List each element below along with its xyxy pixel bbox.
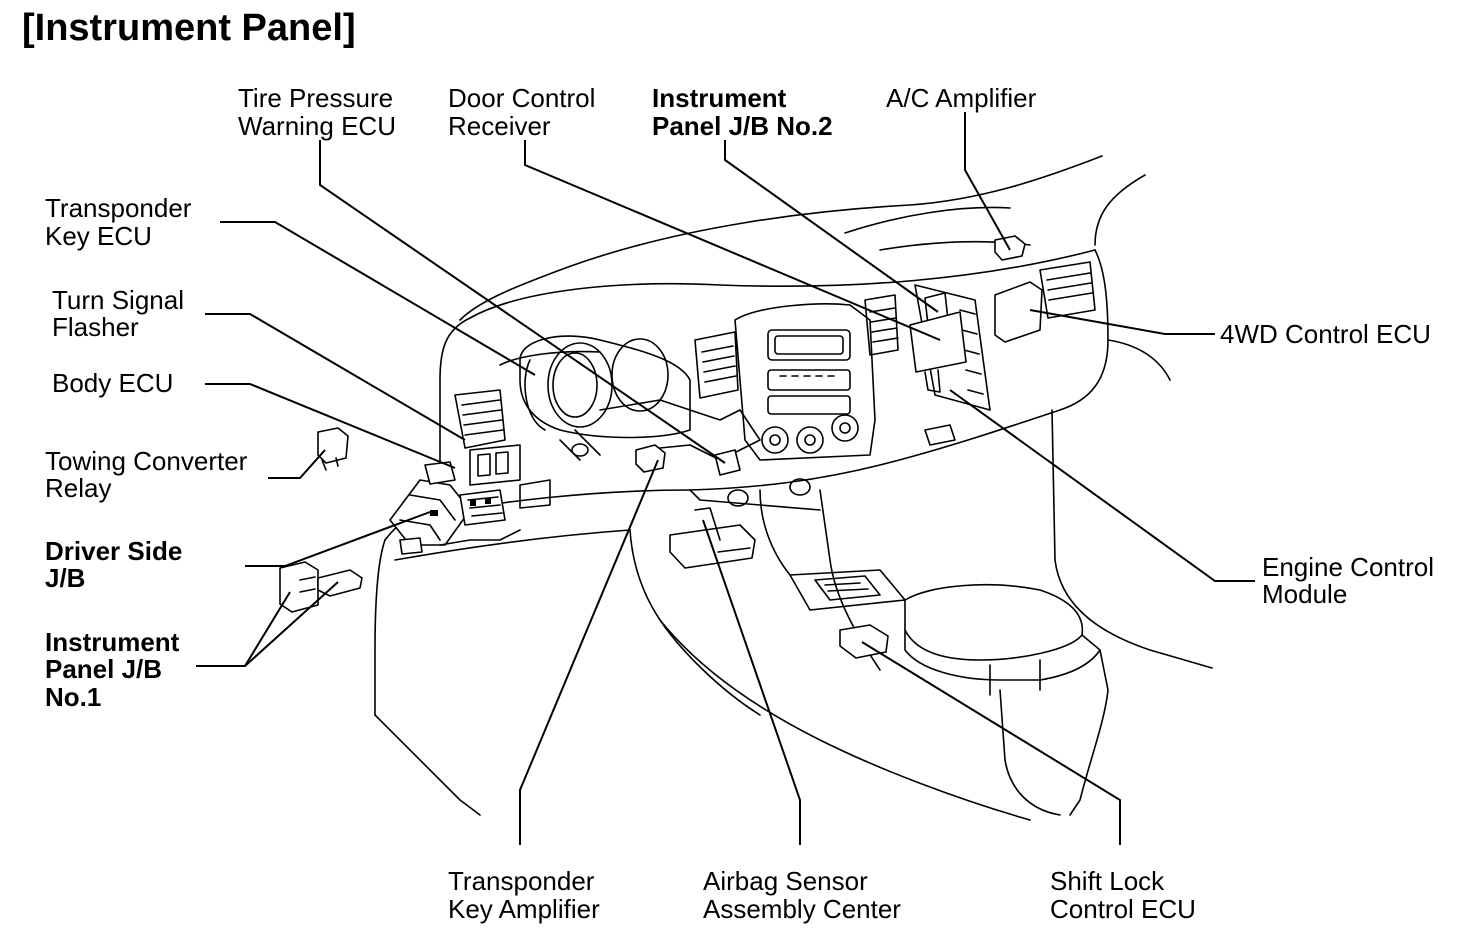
diagram-title: [Instrument Panel] — [22, 7, 356, 49]
engine-control-module-part — [909, 311, 967, 373]
labels: Tire Pressure Warning ECU Door Control R… — [45, 83, 1441, 924]
label-ac-amplifier: A/C Amplifier — [886, 83, 1037, 113]
ip-jb1-part — [279, 561, 319, 613]
label-engine-control-module: Engine Control Module — [1262, 552, 1441, 609]
label-shift-lock-control-ecu: Shift Lock Control ECU — [1050, 866, 1196, 924]
label-tire-pressure-warning-ecu: Tire Pressure Warning ECU — [238, 83, 400, 141]
label-towing-converter-relay: Towing Converter Relay — [45, 446, 255, 503]
label-transponder-key-amplifier: Transponder Key Amplifier — [448, 866, 602, 924]
label-instrument-panel-jb-no1: Instrument Panel J/B No.1 — [45, 627, 187, 712]
dashboard-illustration — [374, 155, 1213, 821]
label-instrument-panel-jb-no2: Instrument Panel J/B No.2 — [652, 83, 833, 141]
label-airbag-sensor-assembly-center: Airbag Sensor Assembly Center — [703, 866, 901, 924]
label-transponder-key-ecu: Transponder Key ECU — [45, 193, 199, 251]
label-turn-signal-flasher: Turn Signal Flasher — [52, 285, 191, 342]
leader-lines — [196, 112, 1255, 845]
component-parts — [279, 235, 1043, 659]
label-door-control-receiver: Door Control Receiver — [448, 83, 603, 141]
transponder-key-amplifier-part — [635, 444, 666, 473]
label-4wd-control-ecu: 4WD Control ECU — [1220, 319, 1431, 349]
label-body-ecu: Body ECU — [52, 368, 173, 398]
label-driver-side-jb: Driver Side J/B — [45, 536, 190, 593]
towing-converter-relay-part — [317, 427, 349, 464]
tire-pressure-ecu-part — [714, 449, 741, 476]
4wd-control-ecu-part — [994, 281, 1043, 343]
